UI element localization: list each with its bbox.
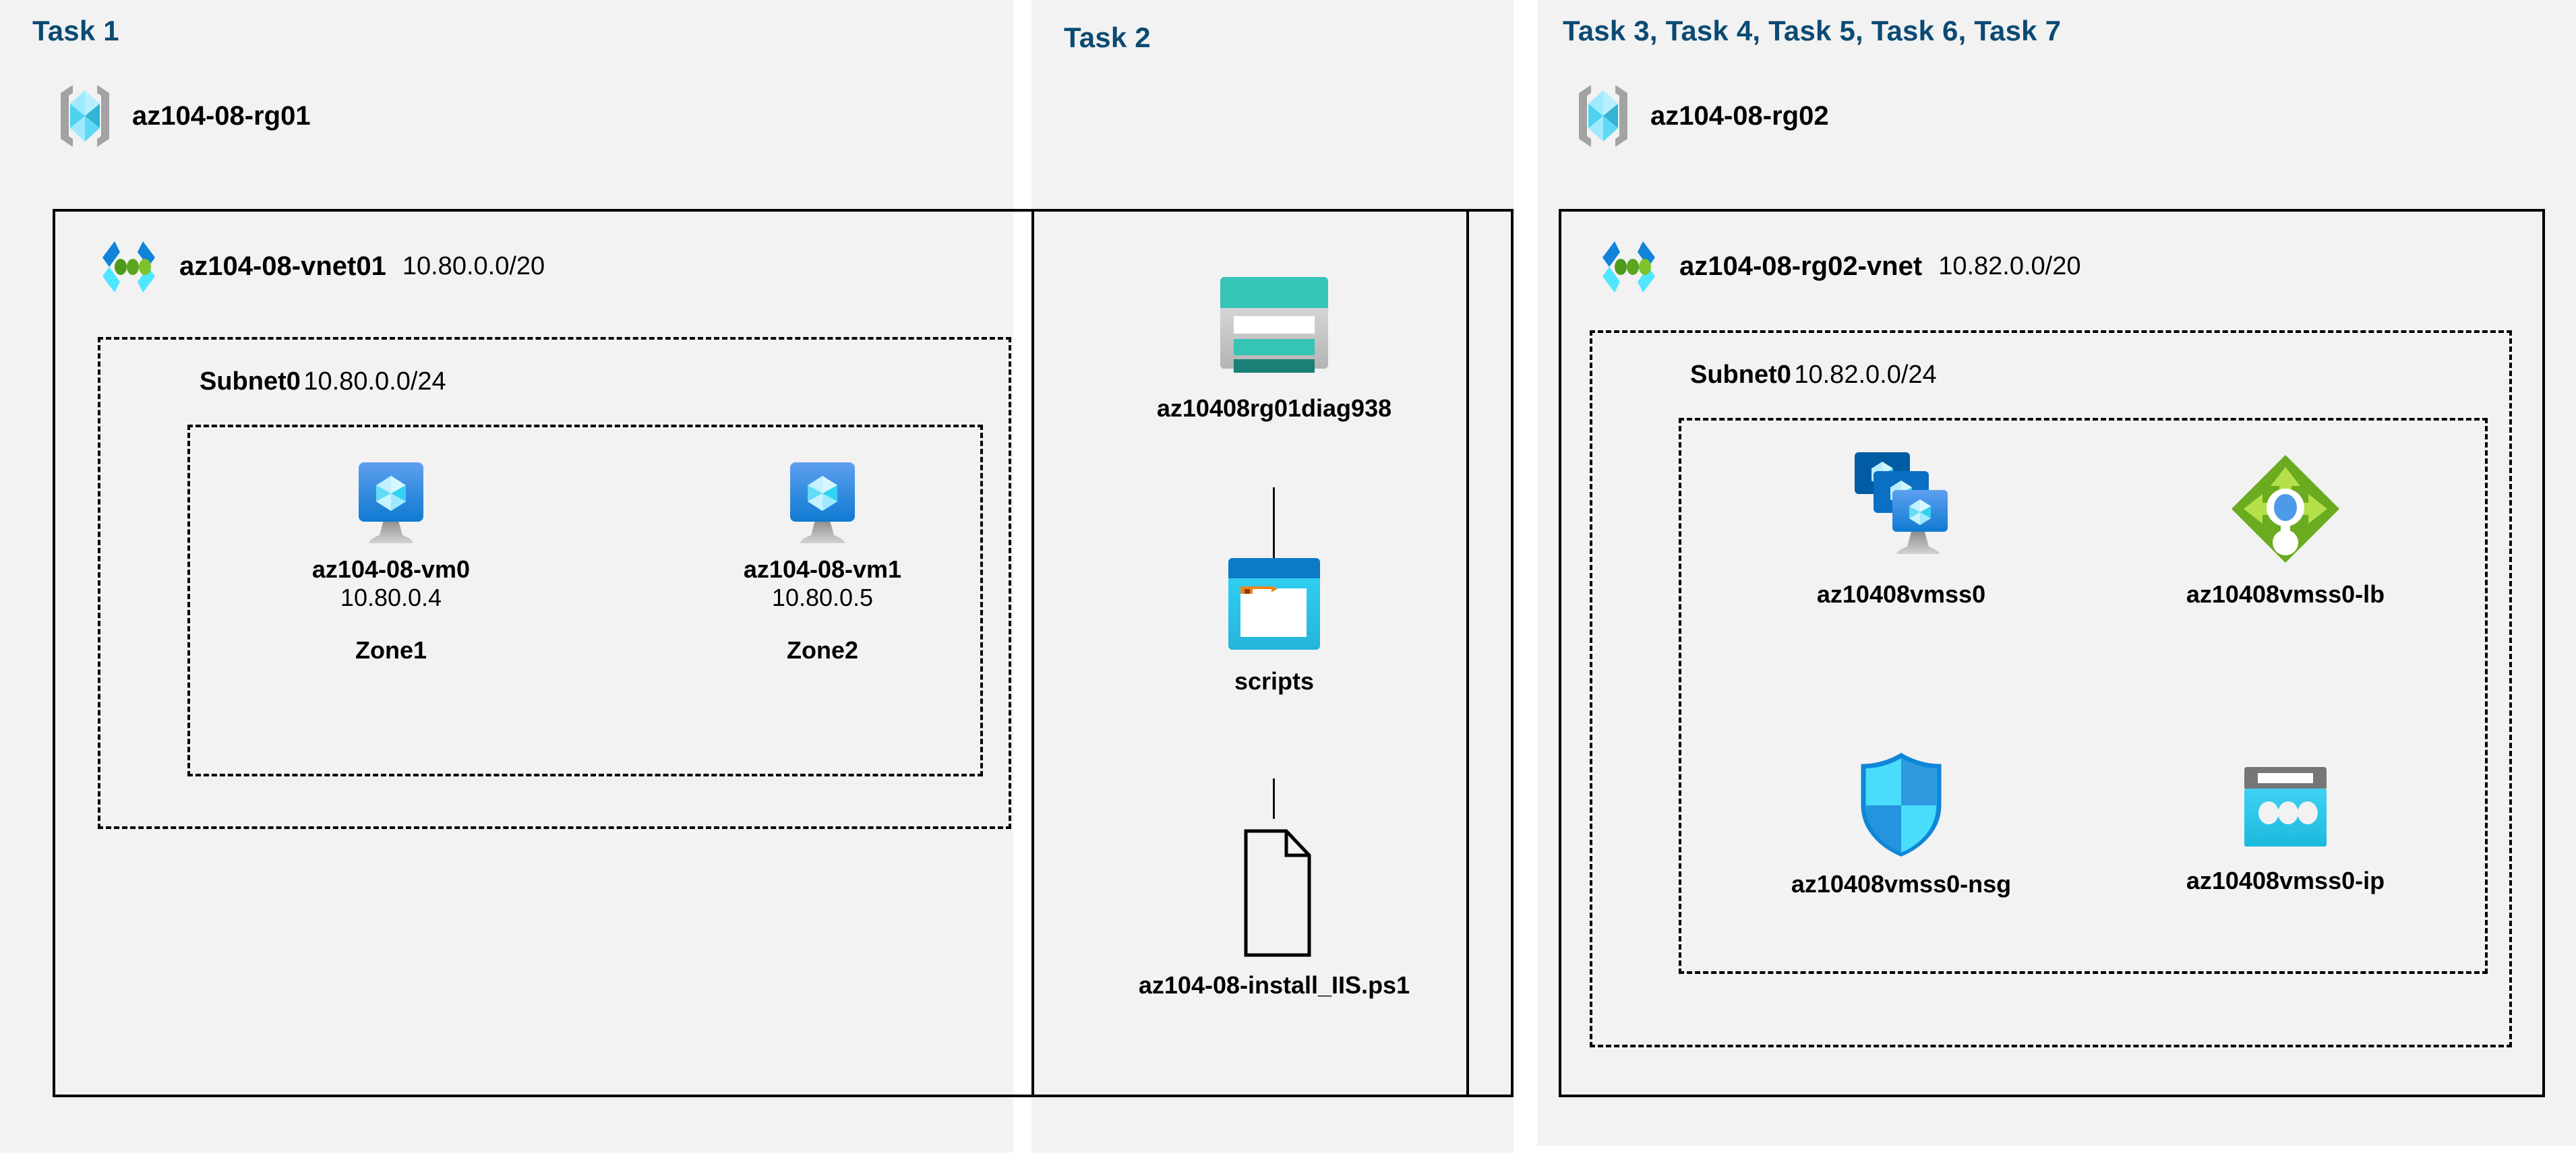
- public-ip-address-icon: [2236, 762, 2335, 856]
- virtual-machine-icon: [780, 458, 865, 545]
- vm-group-box-left: [187, 425, 983, 776]
- storage-account-icon: [1212, 259, 1336, 383]
- vm-name: az104-08-vm0: [311, 555, 471, 583]
- public-ip-name: az10408vmss0-ip: [2186, 867, 2385, 894]
- connector-storage-to-container: [1273, 487, 1275, 559]
- file-icon: [1231, 826, 1317, 960]
- vnet-az104-08-rg02-vnet[interactable]: az104-08-rg02-vnet 10.82.0.0/20: [1594, 237, 2081, 295]
- blob-container-icon: [1222, 551, 1327, 656]
- vm-name: az104-08-vm1: [743, 555, 902, 583]
- virtual-network-icon: [1594, 237, 1663, 295]
- panel-task1: [0, 0, 1013, 1153]
- connector-container-to-file: [1273, 778, 1275, 819]
- vnet-cidr: 10.80.0.0/20: [402, 251, 545, 280]
- load-balancer-name: az10408vmss0-lb: [2186, 580, 2385, 608]
- task-header-3to7: Task 3, Task 4, Task 5, Task 6, Task 7: [1563, 15, 2062, 47]
- storage-account-name: az10408rg01diag938: [1156, 394, 1392, 422]
- storage-account-node[interactable]: az10408rg01diag938: [1112, 259, 1436, 423]
- panel-task3to7: [1537, 0, 2576, 1146]
- resource-group-label: az104-08-rg02: [1650, 100, 1829, 131]
- subnet-cidr: 10.80.0.0/24: [303, 367, 446, 396]
- vnet-label: az104-08-rg02-vnet: [1679, 251, 1923, 281]
- subnet-name: Subnet0: [1690, 361, 1791, 389]
- vm-zone: Zone2: [786, 636, 858, 664]
- vm-ip: 10.80.0.4: [340, 584, 442, 611]
- vm-node-az104-08-vm0[interactable]: az104-08-vm0 10.80.0.4 Zone1: [270, 458, 512, 665]
- blob-container-node[interactable]: scripts: [1112, 551, 1436, 696]
- subnet-name: Subnet0: [200, 367, 301, 396]
- vmss-node[interactable]: az10408vmss0: [1753, 448, 2049, 609]
- network-security-group-icon: [1855, 751, 1947, 859]
- vnet-az104-08-vnet01[interactable]: az104-08-vnet01 10.80.0.0/20: [94, 237, 545, 295]
- file-node[interactable]: az104-08-install_IIS.ps1: [1085, 826, 1463, 1000]
- vnet-label: az104-08-vnet01: [179, 251, 386, 281]
- resource-group-box-right: [1679, 418, 2488, 974]
- file-name: az104-08-install_IIS.ps1: [1138, 971, 1410, 999]
- nsg-name: az10408vmss0-nsg: [1791, 870, 2012, 898]
- vnet-box-az104-08-rg02-vnet: [1559, 209, 2545, 1097]
- subnet-label-left: Subnet0 10.80.0.0/24: [200, 367, 446, 396]
- resource-group-label: az104-08-rg01: [132, 100, 311, 131]
- task2-box: [1031, 209, 1514, 1097]
- subnet-box-right: [1590, 330, 2512, 1047]
- vm-ip: 10.80.0.5: [771, 584, 874, 611]
- vmss-name: az10408vmss0: [1816, 580, 1986, 608]
- subnet-label-right: Subnet0 10.82.0.0/24: [1690, 361, 1937, 390]
- vm-scale-set-icon: [1837, 448, 1965, 570]
- task-header-2: Task 2: [1064, 22, 1151, 53]
- task-header-1: Task 1: [32, 15, 119, 47]
- vnet-box-az104-08-vnet01: [53, 209, 1469, 1097]
- load-balancer-node[interactable]: az10408vmss0-lb: [2137, 448, 2434, 609]
- virtual-machine-icon: [349, 458, 433, 545]
- vnet-cidr: 10.82.0.0/20: [1938, 251, 2081, 280]
- subnet-cidr: 10.82.0.0/24: [1794, 361, 1937, 389]
- vm-zone: Zone1: [355, 636, 427, 664]
- vm-node-az104-08-vm1[interactable]: az104-08-vm1 10.80.0.5 Zone2: [701, 458, 944, 665]
- blob-container-name: scripts: [1234, 667, 1315, 695]
- subnet-box-left: [98, 337, 1011, 829]
- resource-group-az104-08-rg01[interactable]: az104-08-rg01: [53, 81, 311, 151]
- nsg-node[interactable]: az10408vmss0-nsg: [1753, 751, 2049, 898]
- virtual-network-icon: [94, 237, 163, 295]
- load-balancer-icon: [2225, 448, 2346, 570]
- resource-group-az104-08-rg02[interactable]: az104-08-rg02: [1571, 81, 1829, 151]
- resource-group-icon: [1571, 81, 1636, 151]
- resource-group-icon: [53, 81, 117, 151]
- public-ip-node[interactable]: az10408vmss0-ip: [2137, 762, 2434, 895]
